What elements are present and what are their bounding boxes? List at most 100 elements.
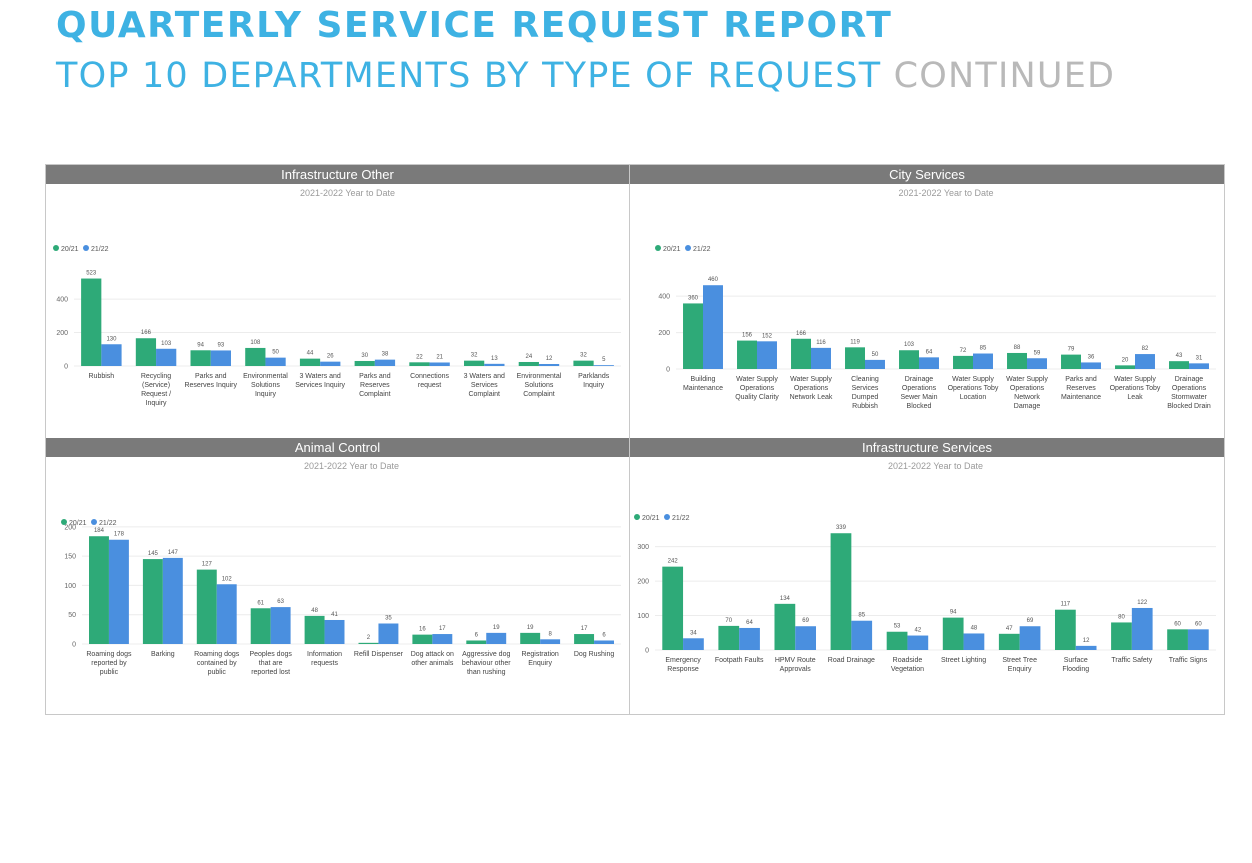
data-label: 60 (1174, 621, 1181, 627)
category-label: Footpath Faults (715, 657, 764, 664)
data-label: 17 (439, 626, 446, 632)
data-label: 35 (385, 616, 392, 622)
charts-grid: Infrastructure Other 2021-2022 Year to D… (45, 164, 1225, 715)
y-tick-label: 400 (658, 294, 670, 301)
panel-title: Infrastructure Services (630, 438, 1224, 457)
data-label: 523 (86, 271, 97, 277)
bar-2122 (162, 557, 183, 644)
category-label: Recycling(Service)Request /Inquiry (141, 373, 171, 407)
bar-2021 (886, 631, 908, 650)
data-label: 64 (926, 349, 933, 355)
bar-2122 (374, 359, 396, 366)
data-label: 24 (525, 354, 532, 360)
bar-2021 (245, 347, 266, 366)
bar-2021 (518, 361, 539, 366)
bar-2122 (538, 363, 560, 366)
subtitle-continued: CONTINUED (893, 56, 1116, 96)
data-label: 32 (580, 353, 587, 359)
data-label: 44 (307, 351, 314, 357)
data-label: 19 (527, 625, 534, 631)
data-label: 339 (836, 525, 847, 531)
bar-2122 (429, 362, 450, 366)
data-label: 119 (850, 339, 860, 345)
data-label: 102 (222, 576, 233, 582)
y-tick-label: 150 (64, 554, 76, 561)
bar-2021 (358, 642, 379, 644)
bar-2122 (739, 627, 760, 650)
bar-2122 (593, 365, 614, 366)
bar-2021 (791, 338, 811, 369)
data-label: 94 (950, 610, 957, 616)
data-label: 50 (272, 350, 279, 356)
data-label: 12 (546, 356, 553, 362)
bar-2021 (830, 533, 852, 650)
bar-2122 (484, 363, 505, 366)
bar-2122 (324, 619, 345, 644)
data-label: 64 (746, 620, 753, 626)
data-label: 61 (257, 600, 264, 606)
y-tick-label: 200 (56, 330, 68, 337)
legend-marker-2021 (634, 514, 640, 520)
y-tick-label: 0 (645, 648, 649, 655)
data-label: 156 (742, 333, 753, 339)
bar-2122 (1187, 629, 1209, 650)
bar-2021 (1061, 354, 1081, 369)
legend-marker-2122 (664, 514, 670, 520)
data-label: 50 (872, 352, 879, 358)
category-label: Traffic Signs (1169, 657, 1208, 664)
legend-marker-2122 (83, 245, 89, 251)
bar-2122 (1189, 363, 1209, 369)
y-tick-label: 300 (637, 544, 649, 551)
data-label: 117 (1061, 602, 1071, 608)
bar-2122 (919, 357, 939, 369)
bar-2021 (1007, 352, 1027, 369)
data-label: 20 (1122, 357, 1129, 363)
bar-2021 (354, 360, 375, 366)
report-subtitle: TOP 10 DEPARTMENTS BY TYPE OF REQUEST CO… (56, 54, 1115, 98)
category-label: Dog Rushing (574, 651, 615, 658)
bar-2021 (998, 633, 1020, 650)
bar-2122 (703, 285, 723, 369)
bar-2021 (1169, 361, 1189, 369)
bar-2122 (1131, 607, 1153, 650)
panel-title: Animal Control (46, 438, 629, 457)
bar-2021 (190, 350, 211, 366)
bar-2122 (270, 607, 291, 644)
data-label: 22 (416, 354, 423, 360)
data-label: 8 (548, 631, 552, 637)
data-label: 127 (202, 562, 213, 568)
bar-2021 (250, 608, 271, 644)
y-tick-label: 100 (637, 613, 649, 620)
bar-2122 (1135, 354, 1155, 369)
bar-2021 (899, 350, 919, 369)
data-label: 36 (1088, 354, 1095, 360)
data-label: 122 (1137, 600, 1148, 606)
y-tick-label: 400 (56, 297, 68, 304)
bar-2021 (81, 278, 102, 366)
chart-subtitle: 2021-2022 Year to Date (888, 461, 983, 471)
panel-infrastructure-services: Infrastructure Services 2021-2022 Year t… (630, 438, 1224, 714)
y-tick-label: 0 (666, 367, 670, 374)
y-tick-label: 200 (64, 524, 76, 531)
bar-2021 (196, 569, 217, 644)
bar-2122 (540, 639, 561, 644)
data-label: 130 (106, 336, 117, 342)
bar-2021 (142, 559, 163, 644)
bar-2021 (1167, 629, 1188, 650)
